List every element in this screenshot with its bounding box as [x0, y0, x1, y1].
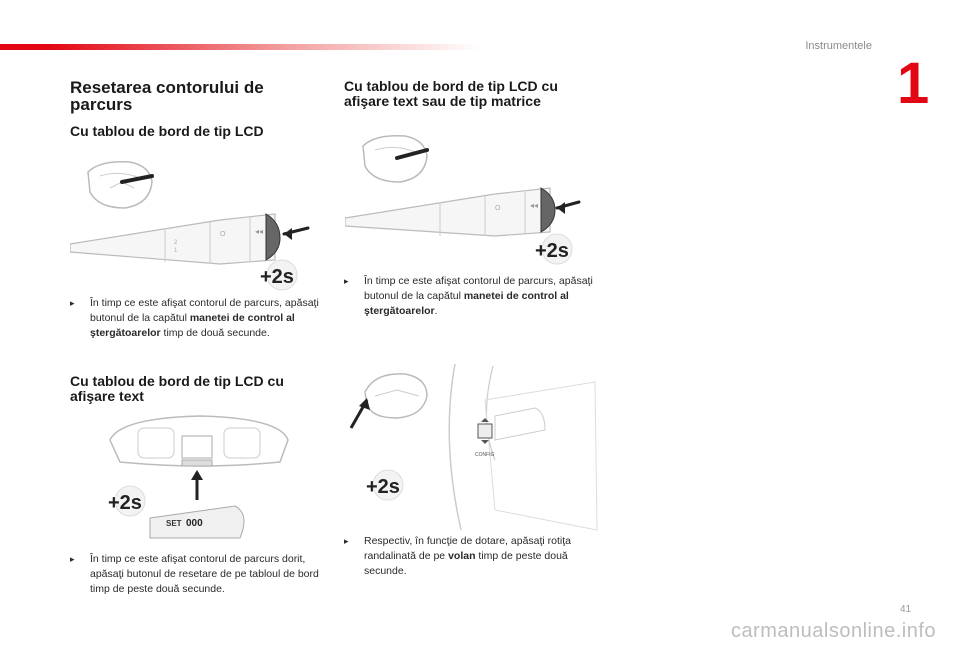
header-color-bar	[0, 44, 480, 50]
hold-badge: +2s	[260, 266, 294, 288]
instruction-thumbwheel: ▸ Respectiv, în funcţie de dotare, apăsa…	[344, 535, 572, 577]
wiper-stalk-illustration: 2 1 O ◂◂	[70, 160, 310, 265]
instruction-lcd-matrix: ▸ În timp ce este afişat contorul de par…	[344, 275, 593, 317]
steering-wheel-illustration: CONFIG	[349, 363, 598, 531]
press-arrow-icon	[359, 398, 370, 410]
bullet-icon: ▸	[70, 554, 75, 564]
svg-text:2: 2	[174, 240, 178, 246]
hold-badge: +2s	[366, 476, 400, 498]
instruction-lcd-text: ▸ În timp ce este afişat contorul de par…	[70, 553, 319, 595]
hold-timer-icon: +2s	[108, 485, 146, 517]
heading-lcd-matrix: Cu tablou de bord de tip LCD cu afişare …	[344, 78, 558, 109]
heading-lcd-text: Cu tablou de bord de tip LCD cu afişare …	[70, 373, 284, 404]
page-title: Resetarea contorului de parcurs	[70, 78, 264, 114]
svg-text:O: O	[495, 205, 501, 212]
chapter-number: 1	[897, 51, 930, 116]
reset-button	[181, 459, 213, 467]
bullet-icon: ▸	[70, 298, 75, 308]
section-label: Instrumentele	[805, 40, 872, 52]
set-value: 000	[186, 518, 203, 529]
bullet-icon: ▸	[344, 536, 349, 546]
svg-text:◂◂: ◂◂	[255, 227, 263, 236]
page-number: 41	[900, 604, 912, 615]
wiper-stalk-illustration: O ◂◂	[345, 134, 581, 237]
hold-badge: +2s	[535, 240, 569, 262]
hold-timer-icon: +2s	[260, 259, 298, 291]
hold-timer-icon: +2s	[366, 469, 404, 501]
lever-arrow-icon	[395, 148, 429, 160]
lever-arrow-icon	[120, 174, 154, 184]
config-label: CONFIG	[475, 452, 495, 458]
set-label: SET	[166, 519, 182, 528]
hold-timer-icon: +2s	[535, 233, 573, 265]
instrument-panel-illustration: SET 000	[109, 415, 289, 539]
hold-badge: +2s	[108, 492, 142, 514]
svg-text:1: 1	[174, 248, 178, 254]
press-arrow-icon	[191, 470, 203, 480]
thumbwheel-button	[477, 423, 493, 439]
bullet-icon: ▸	[344, 276, 349, 286]
svg-text:O: O	[220, 231, 226, 238]
watermark: carmanualsonline.info	[730, 620, 936, 642]
svg-text:◂◂: ◂◂	[530, 201, 538, 210]
heading-lcd: Cu tablou de bord de tip LCD	[70, 123, 264, 139]
instruction-lcd: ▸ În timp ce este afişat contorul de par…	[70, 297, 319, 339]
